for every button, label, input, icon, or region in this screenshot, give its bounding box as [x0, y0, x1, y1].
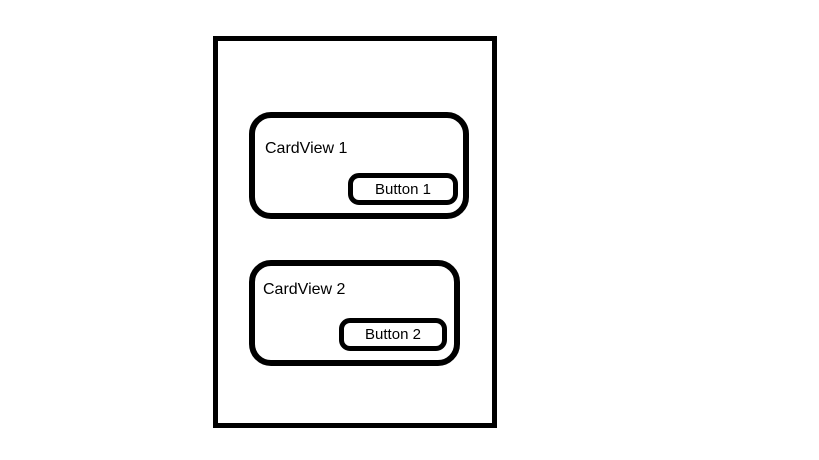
button-2-label: Button 2: [365, 326, 421, 343]
button-2[interactable]: Button 2: [339, 318, 447, 351]
button-1[interactable]: Button 1: [348, 173, 458, 205]
cardview-1: CardView 1 Button 1: [249, 112, 469, 219]
phone-frame: CardView 1 Button 1 CardView 2 Button 2: [213, 36, 497, 428]
cardview-1-label: CardView 1: [265, 140, 348, 157]
cardview-2-label: CardView 2: [263, 281, 346, 298]
button-1-label: Button 1: [375, 180, 431, 198]
cardview-2: CardView 2 Button 2: [249, 260, 460, 366]
